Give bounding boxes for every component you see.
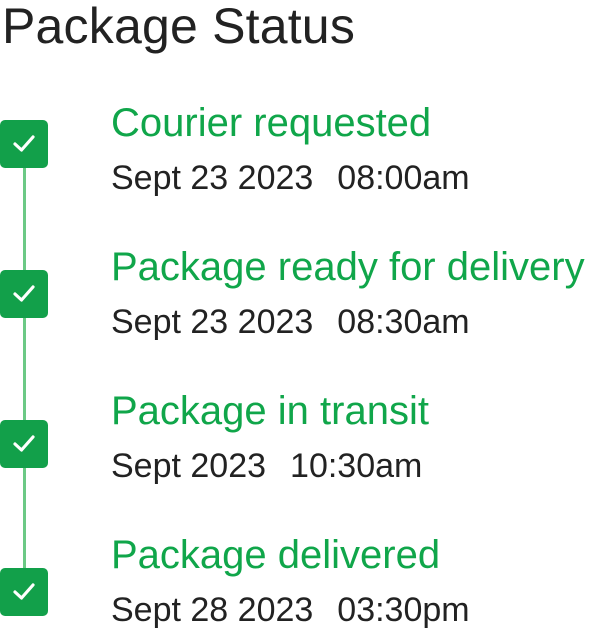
step-date: Sept 28 2023 [111,591,314,629]
step-timestamp: Sept 2023 10:30am [111,446,422,486]
timeline-connector [23,150,26,590]
page-title: Package Status [2,0,356,54]
timeline-step-courier-requested: Courier requested Sept 23 2023 08:00am [0,100,603,200]
step-time: 03:30pm [337,591,470,629]
step-label: Package in transit [111,389,429,433]
step-timestamp: Sept 28 2023 03:30pm [111,590,470,630]
step-time: 10:30am [290,447,423,485]
step-date: Sept 23 2023 [111,159,314,197]
step-timestamp: Sept 23 2023 08:00am [111,158,470,198]
check-icon [0,120,48,168]
check-icon [0,420,48,468]
timeline-step-package-ready: Package ready for delivery Sept 23 2023 0… [0,244,603,344]
step-date: Sept 2023 [111,447,267,485]
timeline-step-delivered: Package delivered Sept 28 2023 03:30pm [0,532,603,632]
check-icon [0,568,48,616]
step-label: Package delivered [111,533,441,577]
step-label: Courier requested [111,101,432,145]
step-time: 08:00am [337,159,470,197]
timeline-step-in-transit: Package in transit Sept 2023 10:30am [0,388,603,488]
step-date: Sept 23 2023 [111,303,314,341]
step-timestamp: Sept 23 2023 08:30am [111,302,470,342]
step-time: 08:30am [337,303,470,341]
check-icon [0,270,48,318]
step-label: Package ready for delivery [111,245,585,289]
